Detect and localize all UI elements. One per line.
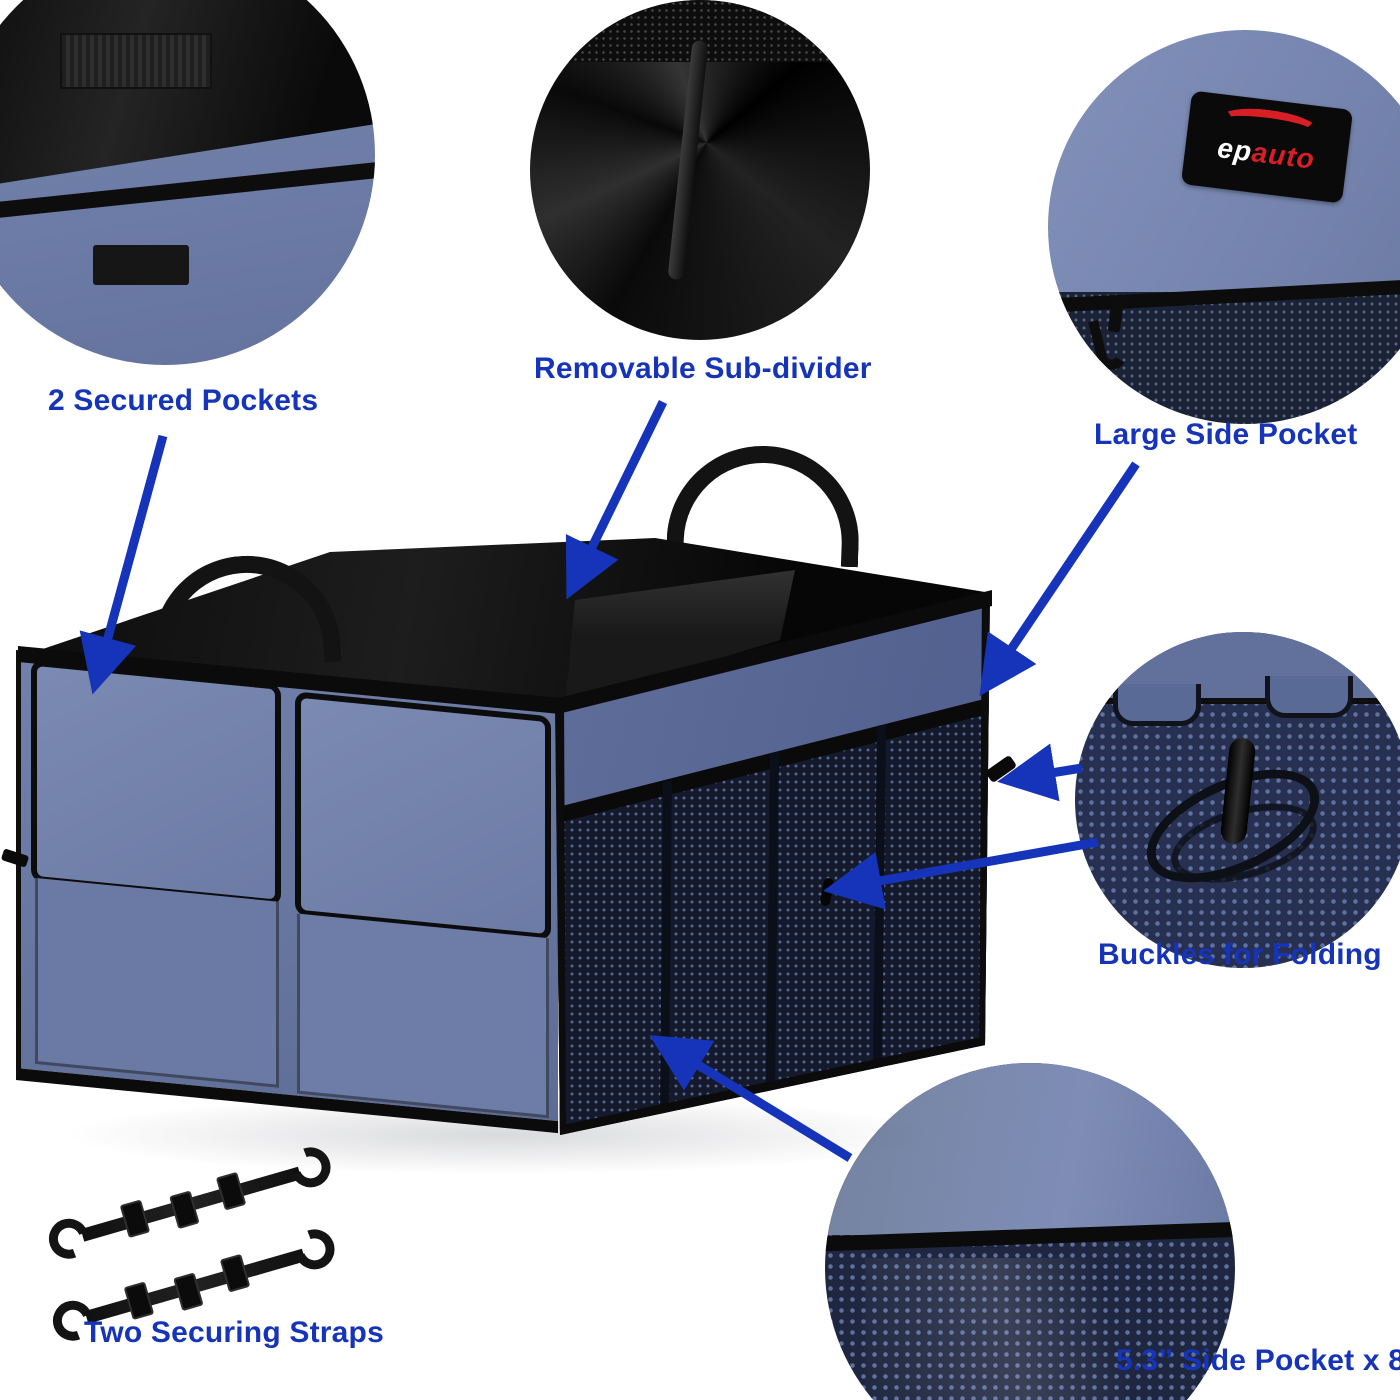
- label-securing-straps: Two Securing Straps: [84, 1316, 384, 1349]
- mesh-sheen: [865, 1258, 1205, 1400]
- secured-pockets-detail-photo: [0, 0, 375, 365]
- label-sub-divider: Removable Sub-divider: [534, 352, 872, 385]
- strap-buckle: [123, 1281, 155, 1321]
- label-buckles-folding: Buckles for Folding: [1098, 938, 1382, 971]
- label-secured-pockets: 2 Secured Pockets: [48, 384, 319, 417]
- strap-buckle: [219, 1253, 251, 1293]
- divider-fold-ridge: [667, 39, 709, 281]
- side-pocket-detail-photo: [825, 1063, 1235, 1400]
- mesh-pocket-divider: [660, 780, 672, 1116]
- front-corner-binding: [555, 696, 566, 1135]
- folding-toggle-right: [984, 754, 1018, 784]
- velcro-strip: [60, 33, 212, 89]
- strap-buckle: [119, 1199, 151, 1239]
- sub-divider-detail-photo: [530, 0, 870, 340]
- strap-buckle: [215, 1171, 247, 1211]
- secured-pocket-body-right: [297, 913, 549, 1119]
- rear-edge-binding: [979, 592, 990, 1047]
- secured-pocket-body-left: [35, 877, 279, 1088]
- large-side-pocket-detail-photo: epauto: [1048, 30, 1400, 424]
- logo-text-auto: auto: [1250, 136, 1317, 175]
- velcro-pad: [93, 245, 189, 285]
- secured-pocket-flap-left: [31, 659, 281, 906]
- strap-hook-icon: [288, 1222, 341, 1276]
- mesh-pocket-divider: [766, 752, 779, 1094]
- arrow-buckle-short: [997, 743, 1083, 802]
- securing-straps-photo: [42, 1140, 352, 1348]
- organizer-front-face: [16, 650, 558, 1134]
- mesh-pocket: [1048, 292, 1400, 424]
- pocket-tab: [1113, 684, 1201, 726]
- fabric-top: [825, 1063, 1235, 1235]
- buckle-detail-photo: [1075, 632, 1400, 968]
- label-side-pocket-count: 5.3” Side Pocket x 8: [1116, 1344, 1400, 1377]
- pocket-flap-open: [0, 0, 375, 192]
- strap-hook-icon: [284, 1140, 337, 1194]
- pocket-tab: [1265, 676, 1353, 718]
- secured-pocket-flap-right: [295, 691, 551, 941]
- mesh-texture: [530, 0, 870, 62]
- brand-logo-patch: epauto: [1180, 90, 1354, 204]
- label-large-side-pocket: Large Side Pocket: [1094, 418, 1358, 451]
- logo-text-ep: ep: [1215, 132, 1254, 168]
